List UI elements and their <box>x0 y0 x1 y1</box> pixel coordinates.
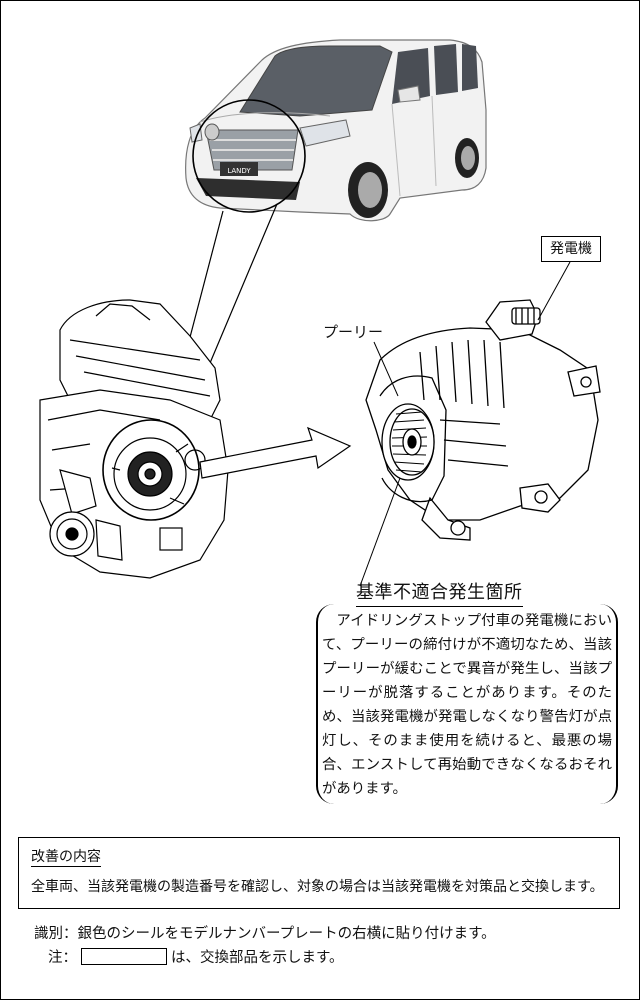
pulley-label: プーリー <box>323 323 384 341</box>
alternator-illustration <box>365 299 601 541</box>
description-bracket <box>316 604 618 804</box>
engine-illustration <box>39 299 229 579</box>
defect-description: アイドリングストップ付車の発電機において、プーリーの締付けが不適切なため、当該プ… <box>322 613 612 797</box>
car-illustration: LANDY <box>185 39 487 222</box>
improvement-title: 改善の内容 <box>31 849 101 867</box>
arrow-icon <box>199 426 352 479</box>
alternator-label: 発電機 <box>541 236 601 262</box>
replacement-part-marker <box>81 948 167 965</box>
note-prefix: 注： <box>48 950 77 966</box>
car-badge: LANDY <box>227 167 251 175</box>
defect-heading: 基準不適合発生箇所 <box>356 578 523 607</box>
note: 注： は、交換部品を示します。 <box>48 946 344 967</box>
note-suffix: は、交換部品を示します。 <box>171 950 344 966</box>
identification-text: 識別：銀色のシールをモデルナンバープレートの右横に貼り付けます。 <box>34 926 496 942</box>
improvement-box: 改善の内容 全車両、当該発電機の製造番号を確認し、対象の場合は当該発電機を対策品… <box>18 837 620 909</box>
improvement-body: 全車両、当該発電機の製造番号を確認し、対象の場合は当該発電機を対策品と交換します… <box>31 879 604 895</box>
